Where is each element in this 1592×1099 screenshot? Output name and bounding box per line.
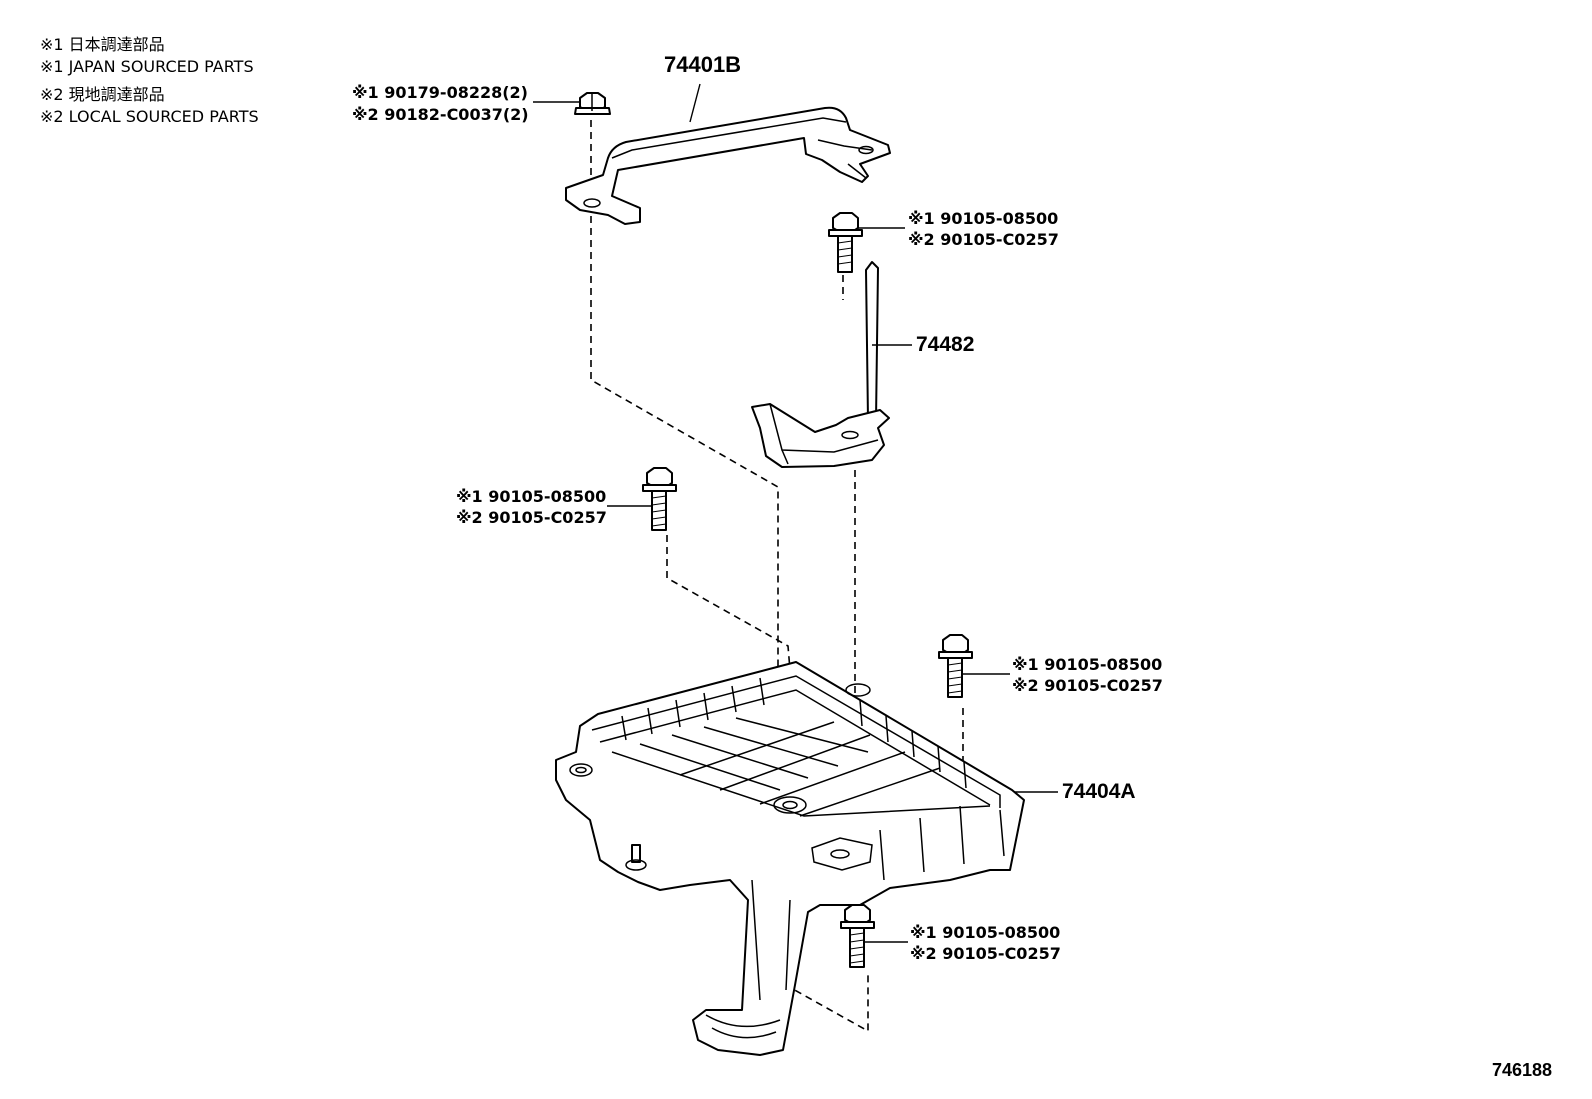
diagram-id: 746188	[1492, 1060, 1552, 1080]
clamp-74482	[751, 261, 890, 468]
part-number-74404a: 74404A	[1062, 780, 1136, 803]
part-number-74401b: 74401B	[664, 52, 741, 77]
dash-nut-to-tray	[590, 120, 779, 812]
leader-lines	[533, 83, 1058, 943]
callout-nut-japan: ※1 90179-08228(2)	[352, 83, 528, 102]
dash-bottom-bolt	[747, 962, 869, 1033]
callout-bolt-bottom-local: ※2 90105-C0257	[910, 944, 1061, 963]
dash-left-bolt	[666, 535, 791, 671]
leader-bracket	[689, 83, 701, 123]
legend-line-1: ※1 日本調達部品	[40, 35, 165, 54]
flange-nut-top	[574, 92, 611, 115]
battery-tray-74404a	[555, 661, 1025, 1056]
callout-bolt-left-japan: ※1 90105-08500	[456, 487, 606, 506]
callout-bolt-right-local: ※2 90105-C0257	[1012, 676, 1163, 695]
part-number-74482: 74482	[916, 333, 974, 356]
callout-bolt-upper-local: ※2 90105-C0257	[908, 230, 1059, 249]
bolt-left	[642, 467, 677, 531]
bolt-upper	[828, 212, 863, 273]
bolt-right	[938, 634, 973, 698]
callout-bolt-bottom-japan: ※1 90105-08500	[910, 923, 1060, 942]
bolt-bottom	[840, 904, 875, 968]
callout-bolt-left-local: ※2 90105-C0257	[456, 508, 607, 527]
legend-line-4: ※2 LOCAL SOURCED PARTS	[40, 107, 259, 126]
callout-bolt-upper-japan: ※1 90105-08500	[908, 209, 1058, 228]
callout-nut-local: ※2 90182-C0037(2)	[352, 105, 529, 124]
legend-line-3: ※2 現地調達部品	[40, 85, 165, 104]
legend-line-2: ※1 JAPAN SOURCED PARTS	[40, 57, 254, 76]
bracket-74401b	[565, 106, 891, 225]
callout-bolt-right-japan: ※1 90105-08500	[1012, 655, 1162, 674]
